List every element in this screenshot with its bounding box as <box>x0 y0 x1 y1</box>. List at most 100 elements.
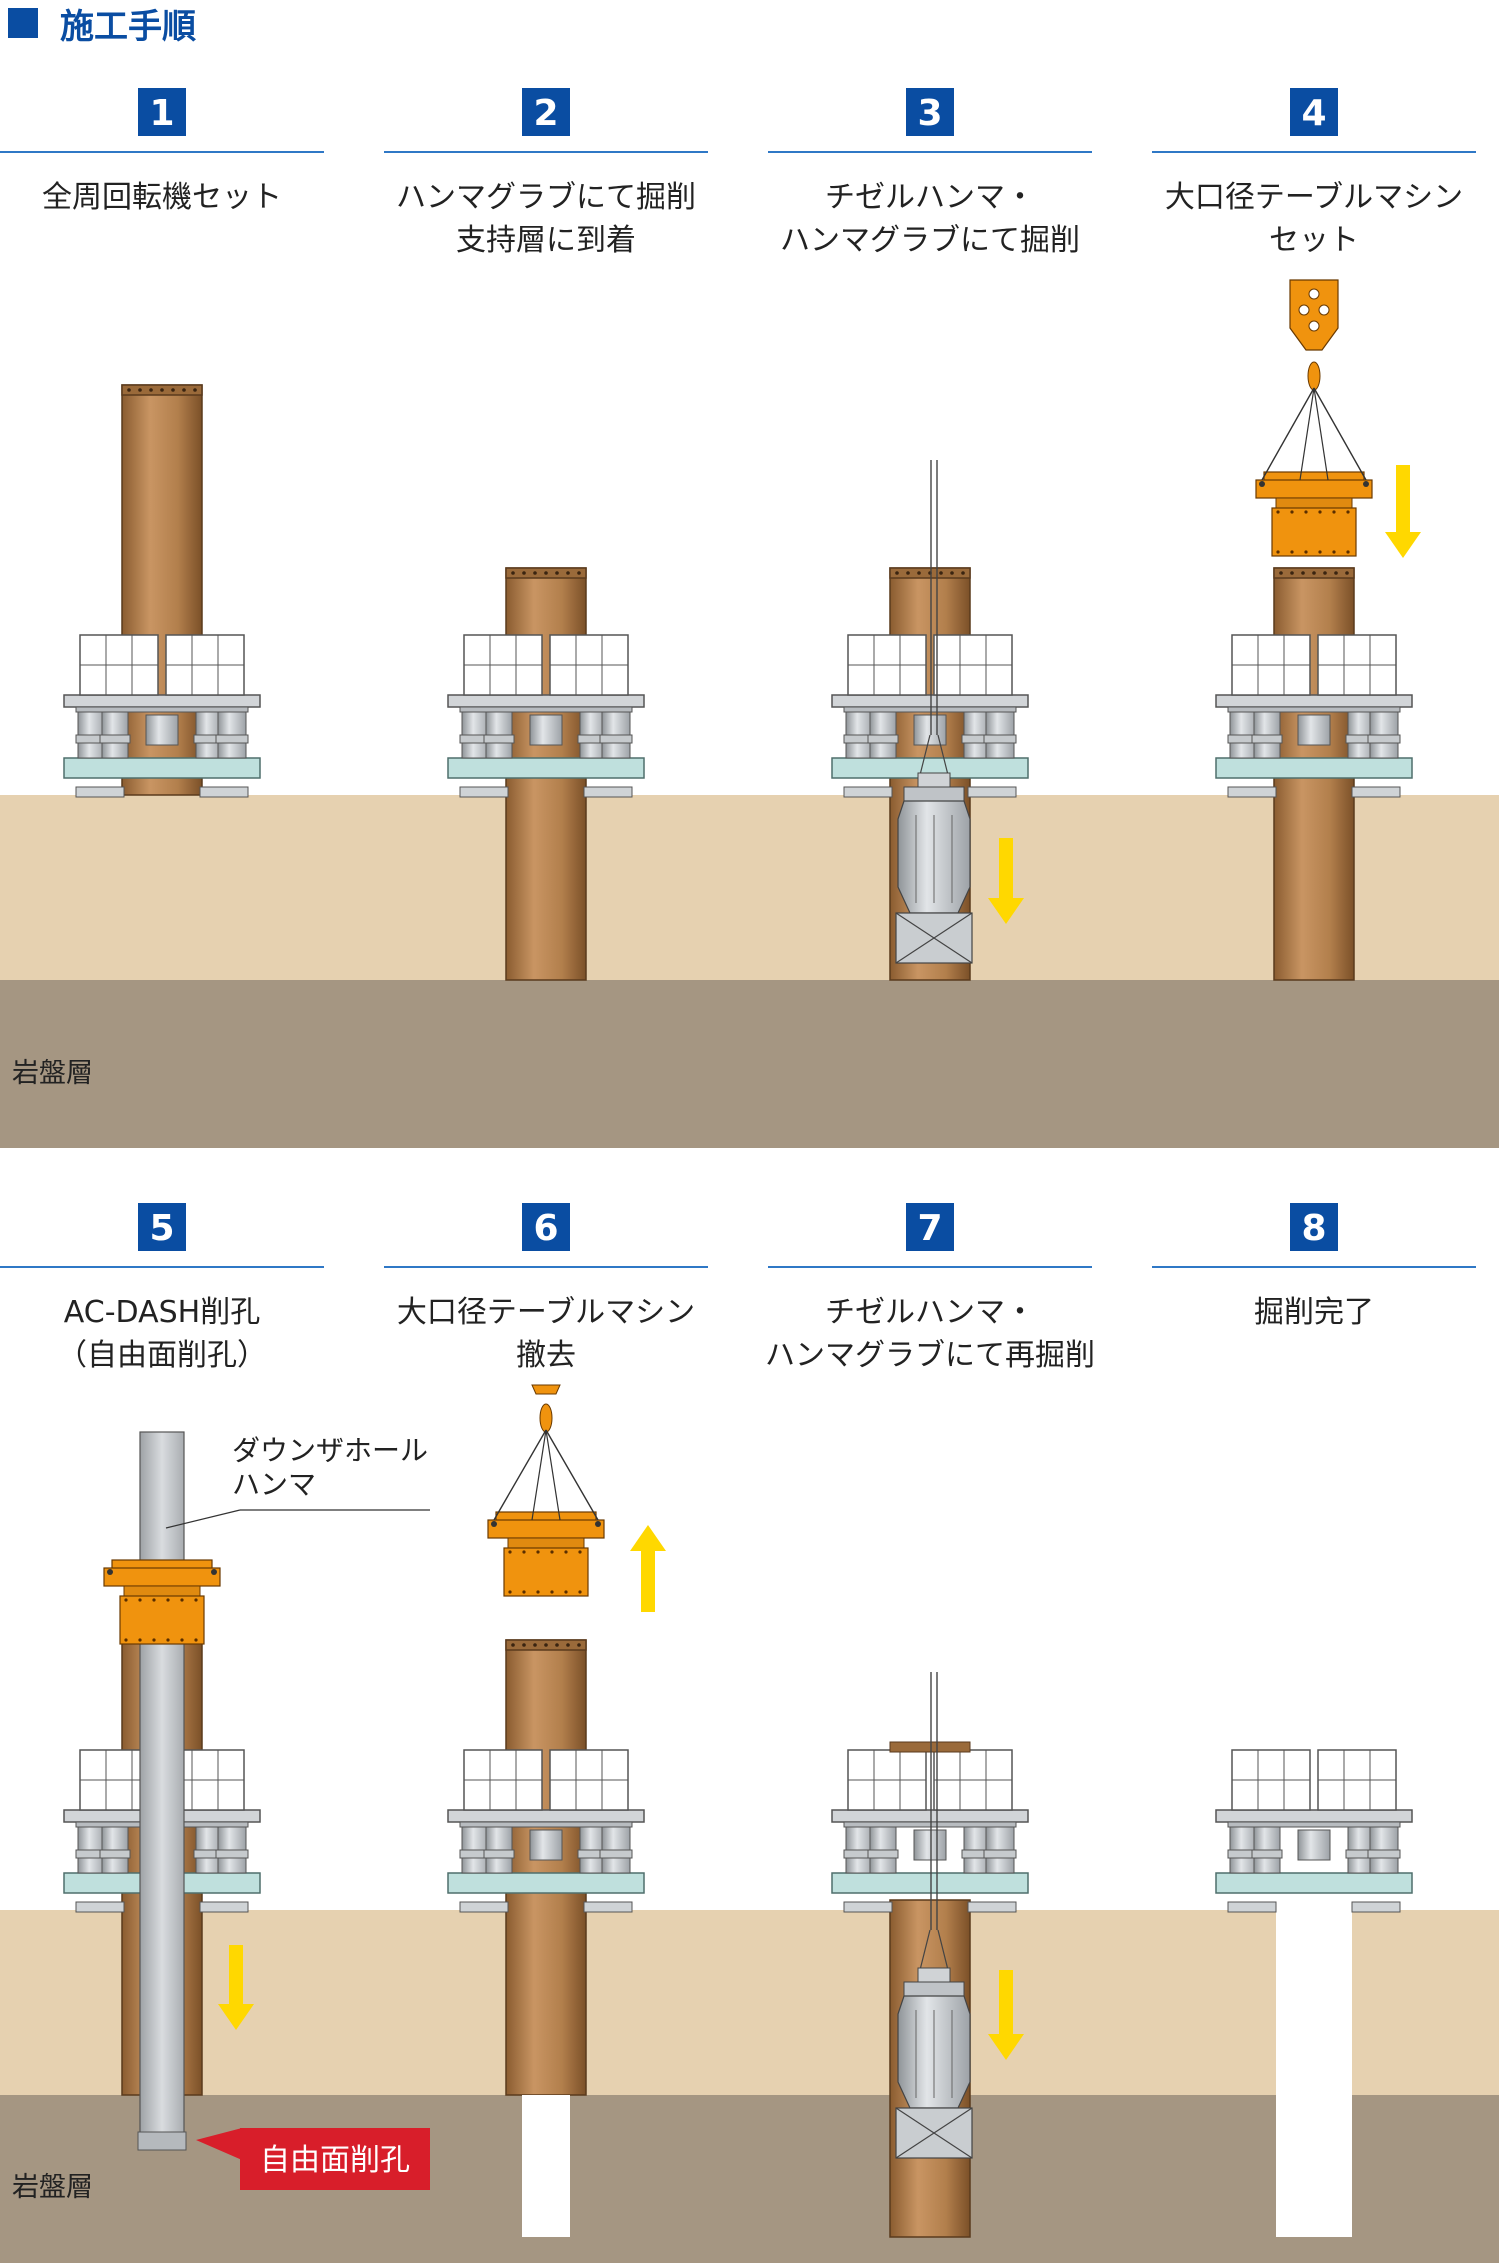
machine-center-clamp <box>914 1830 946 1860</box>
steel-casing <box>506 1640 586 2095</box>
hammer-swivel <box>918 773 950 787</box>
hook-sheave <box>1299 305 1309 315</box>
machine-jack-ring <box>216 1850 248 1858</box>
machine-top-plate <box>448 695 644 707</box>
table-neck <box>508 1538 584 1548</box>
arrow-shape <box>1385 465 1421 558</box>
machine-jack <box>986 1825 1014 1873</box>
step-caption-line: チゼルハンマ・ <box>825 1295 1035 1330</box>
step-caption-line: 支持層に到着 <box>456 223 636 258</box>
table-rivet <box>166 1598 169 1601</box>
table-lug <box>1259 481 1265 487</box>
casing-rivet <box>522 1643 526 1647</box>
table-lug <box>1363 481 1369 487</box>
machine-jack <box>1254 710 1280 758</box>
table-rivet <box>1318 550 1321 553</box>
table-rivet <box>522 1550 525 1553</box>
machine-jack <box>102 710 128 758</box>
crane-shackle <box>540 1404 552 1432</box>
step-header-1: 1全周回転機セット <box>0 88 324 215</box>
step-caption-line: 大口径テーブルマシン <box>1165 180 1463 215</box>
casing-rivet <box>544 571 548 575</box>
rock-layer-label-bottom: 岩盤層 <box>12 2172 93 2203</box>
machine-jack-ring <box>1252 735 1282 743</box>
machine-jack-ring <box>868 735 898 743</box>
machine-pad <box>200 1902 248 1912</box>
table-rivet <box>152 1638 155 1641</box>
step-number: 6 <box>533 1208 558 1249</box>
step-header-8: 8掘削完了 <box>1152 1203 1476 1330</box>
dth-bit <box>138 2132 186 2150</box>
table-rivet <box>1346 550 1349 553</box>
table-rivet <box>1276 550 1279 553</box>
table-rivet <box>550 1550 553 1553</box>
bored-hole <box>1276 1905 1352 2237</box>
step-caption-line: ハンマグラブにて掘削 <box>396 180 696 215</box>
step-caption-line: 撤去 <box>516 1338 576 1373</box>
table-lug <box>491 1521 497 1527</box>
machine-pad <box>76 1902 124 1912</box>
table-lug <box>211 1569 217 1575</box>
large-table-machine <box>104 1560 220 1644</box>
machine-top-plate <box>832 1810 1028 1822</box>
machine-top-rail <box>460 707 632 712</box>
table-rivet <box>1276 510 1279 513</box>
casing-rivet <box>906 571 910 575</box>
machine-top-rail <box>844 707 1016 712</box>
table-rivet <box>124 1598 127 1601</box>
casing-rivet <box>511 1643 515 1647</box>
callout-text: ハンマ <box>232 1468 316 1501</box>
hook-sheave <box>1319 305 1329 315</box>
casing-rivet <box>127 388 131 392</box>
casing-rivet <box>566 571 570 575</box>
step-caption-line: セット <box>1269 223 1359 258</box>
casing-rivet <box>577 1643 581 1647</box>
step-header-6: 6大口径テーブルマシン撤去 <box>384 1203 708 1373</box>
table-rivet <box>1290 550 1293 553</box>
step-header-4: 4大口径テーブルマシンセット <box>1152 88 1476 258</box>
table-rivet <box>152 1598 155 1601</box>
rock-layer-top <box>0 980 1499 1148</box>
step-number: 5 <box>149 1208 174 1249</box>
machine-jack-ring <box>100 1850 130 1858</box>
machine-jack <box>486 710 512 758</box>
machine-pad <box>844 1902 892 1912</box>
casing-rivet <box>555 1643 559 1647</box>
step-caption-line: （自由面削孔） <box>57 1338 267 1373</box>
machine-jack-ring <box>100 735 130 743</box>
soil-layer-bottom <box>0 1910 1499 2095</box>
step-caption-line: 掘削完了 <box>1254 1295 1374 1330</box>
large-table-machine <box>488 1512 604 1596</box>
casing-rivet <box>522 571 526 575</box>
table-rivet <box>180 1598 183 1601</box>
table-rivet <box>550 1590 553 1593</box>
machine-jack <box>602 710 630 758</box>
machine-top-rail <box>1228 707 1400 712</box>
machine-top-plate <box>832 695 1028 707</box>
machine-pad <box>1352 1902 1400 1912</box>
table-rivet <box>578 1550 581 1553</box>
table-rivet <box>194 1638 197 1641</box>
casing-rivet <box>939 571 943 575</box>
machine-jack-ring <box>600 735 632 743</box>
table-rivet <box>508 1590 511 1593</box>
table-upper-flange <box>488 1520 604 1538</box>
machine-jack <box>1254 1825 1280 1873</box>
casing-rivet <box>555 571 559 575</box>
table-rivet <box>138 1598 141 1601</box>
casing-rivet <box>1323 571 1327 575</box>
hammer-head <box>904 1982 964 1996</box>
machine-top-rail <box>1228 1822 1400 1827</box>
table-upper-flange <box>104 1568 220 1586</box>
casing-rivet <box>149 388 153 392</box>
machine-top-plate <box>1216 695 1412 707</box>
machine-top-rail <box>460 1822 632 1827</box>
table-rivet <box>1304 510 1307 513</box>
machine-jack-ring <box>484 735 514 743</box>
table-lug <box>595 1521 601 1527</box>
table-rivet <box>1332 510 1335 513</box>
casing-rivet <box>1334 571 1338 575</box>
machine-base-plate <box>1216 758 1412 778</box>
machine-pad <box>1352 787 1400 797</box>
